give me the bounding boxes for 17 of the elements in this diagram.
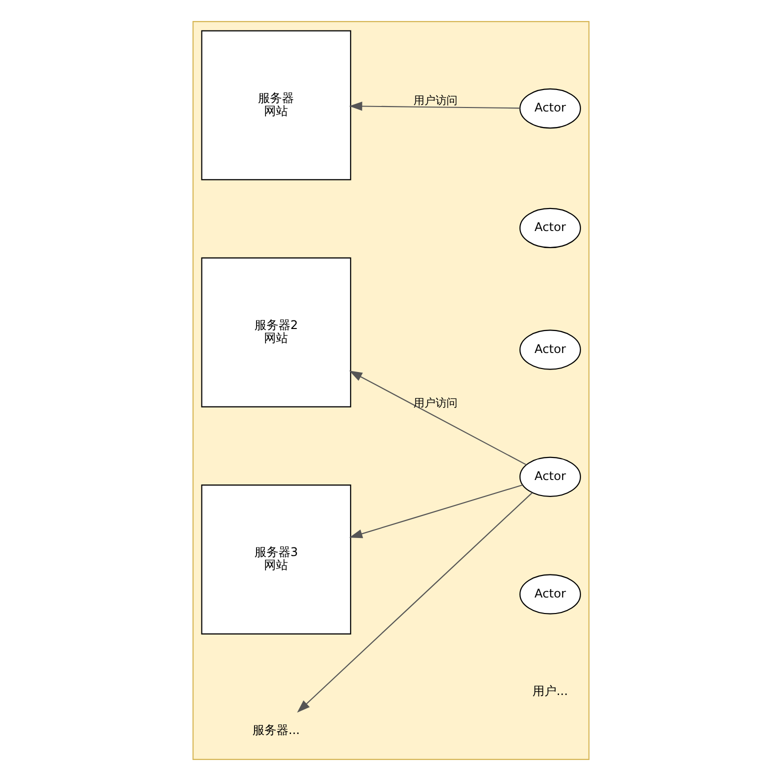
edge-label: 用户访问	[412, 396, 457, 410]
node-ellipse: Actor	[518, 208, 580, 248]
node-ellipse: Actor	[518, 88, 580, 129]
edge-label: 用户访问	[412, 94, 457, 108]
node-box: 服务器 网站	[200, 30, 351, 180]
arrow	[296, 492, 532, 713]
cluster	[192, 21, 589, 760]
arrow	[348, 370, 526, 466]
node-ellipse: Actor	[518, 574, 580, 614]
node-text: 服务器...	[252, 723, 300, 738]
node-box: 服务器3 网站	[200, 484, 351, 634]
node-ellipse: Actor	[518, 330, 580, 370]
label: 用户...	[532, 684, 568, 698]
node-ellipse: Actor	[518, 456, 580, 497]
node-box: 服务器2 网站	[200, 257, 351, 408]
arrow	[348, 484, 522, 538]
arrow	[348, 102, 520, 111]
